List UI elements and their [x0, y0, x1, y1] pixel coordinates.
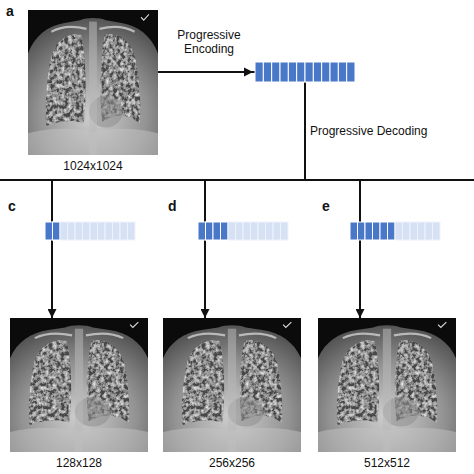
image-size-label: 512x512	[288, 456, 474, 470]
code-cell	[288, 62, 296, 82]
image-node: 128x128	[10, 318, 148, 452]
code-cell	[128, 222, 136, 240]
arrow-head	[244, 68, 253, 77]
code-cell	[105, 222, 113, 240]
panel-letter: a	[6, 3, 14, 19]
xray-image	[318, 318, 456, 452]
code-cell	[206, 222, 214, 240]
code-cell	[198, 222, 206, 240]
code-cell	[45, 222, 53, 240]
code-cell	[280, 62, 288, 82]
branch-line	[0, 179, 474, 181]
code-cell	[53, 222, 61, 240]
code-cell	[380, 222, 388, 240]
code-cell	[305, 62, 313, 82]
code-cell	[322, 62, 330, 82]
code-cell	[347, 62, 355, 82]
code-cell	[236, 222, 244, 240]
code-cell	[83, 222, 91, 240]
image-node: 512x512	[318, 318, 456, 452]
decoding-connector	[158, 72, 305, 318]
panel-letter: d	[168, 198, 177, 214]
image-size-label: 128x128	[0, 456, 178, 470]
panel-letter: c	[8, 198, 16, 214]
xray-image	[28, 10, 158, 155]
code-cell	[113, 222, 121, 240]
code-cell	[403, 222, 411, 240]
code-cell	[120, 222, 128, 240]
xray-image	[163, 318, 301, 452]
code-cell	[365, 222, 373, 240]
code-bar	[198, 222, 288, 240]
image-node: 256x256	[163, 318, 301, 452]
code-cell	[263, 62, 271, 82]
code-cell	[273, 222, 281, 240]
code-cell	[266, 222, 274, 240]
code-cell	[75, 222, 83, 240]
panel-letter: e	[322, 198, 330, 214]
code-cell	[221, 222, 229, 240]
code-bar	[45, 222, 135, 240]
code-cell	[213, 222, 221, 240]
code-cell	[228, 222, 236, 240]
code-cell	[395, 222, 403, 240]
code-cell	[68, 222, 76, 240]
code-cell	[255, 62, 263, 82]
code-cell	[330, 62, 338, 82]
code-cell	[388, 222, 396, 240]
decoding-connector	[158, 72, 360, 318]
code-cell	[251, 222, 259, 240]
step-label: Progressive Encoding	[166, 28, 252, 56]
code-cell	[272, 62, 280, 82]
code-cell	[338, 62, 346, 82]
code-cell	[350, 222, 358, 240]
code-cell	[258, 222, 266, 240]
code-cell	[90, 222, 98, 240]
image-node: 1024x1024	[28, 10, 158, 155]
image-size-label: 1024x1024	[0, 159, 188, 173]
code-bar	[350, 222, 440, 240]
xray-image	[10, 318, 148, 452]
image-size-label: 256x256	[133, 456, 331, 470]
code-cell	[433, 222, 441, 240]
code-bar	[255, 62, 355, 82]
code-cell	[410, 222, 418, 240]
code-cell	[297, 62, 305, 82]
code-cell	[313, 62, 321, 82]
code-cell	[98, 222, 106, 240]
code-cell	[60, 222, 68, 240]
code-cell	[358, 222, 366, 240]
code-cell	[373, 222, 381, 240]
code-cell	[243, 222, 251, 240]
step-label: Progressive Decoding	[310, 124, 427, 138]
code-cell	[418, 222, 426, 240]
code-cell	[425, 222, 433, 240]
code-cell	[281, 222, 289, 240]
